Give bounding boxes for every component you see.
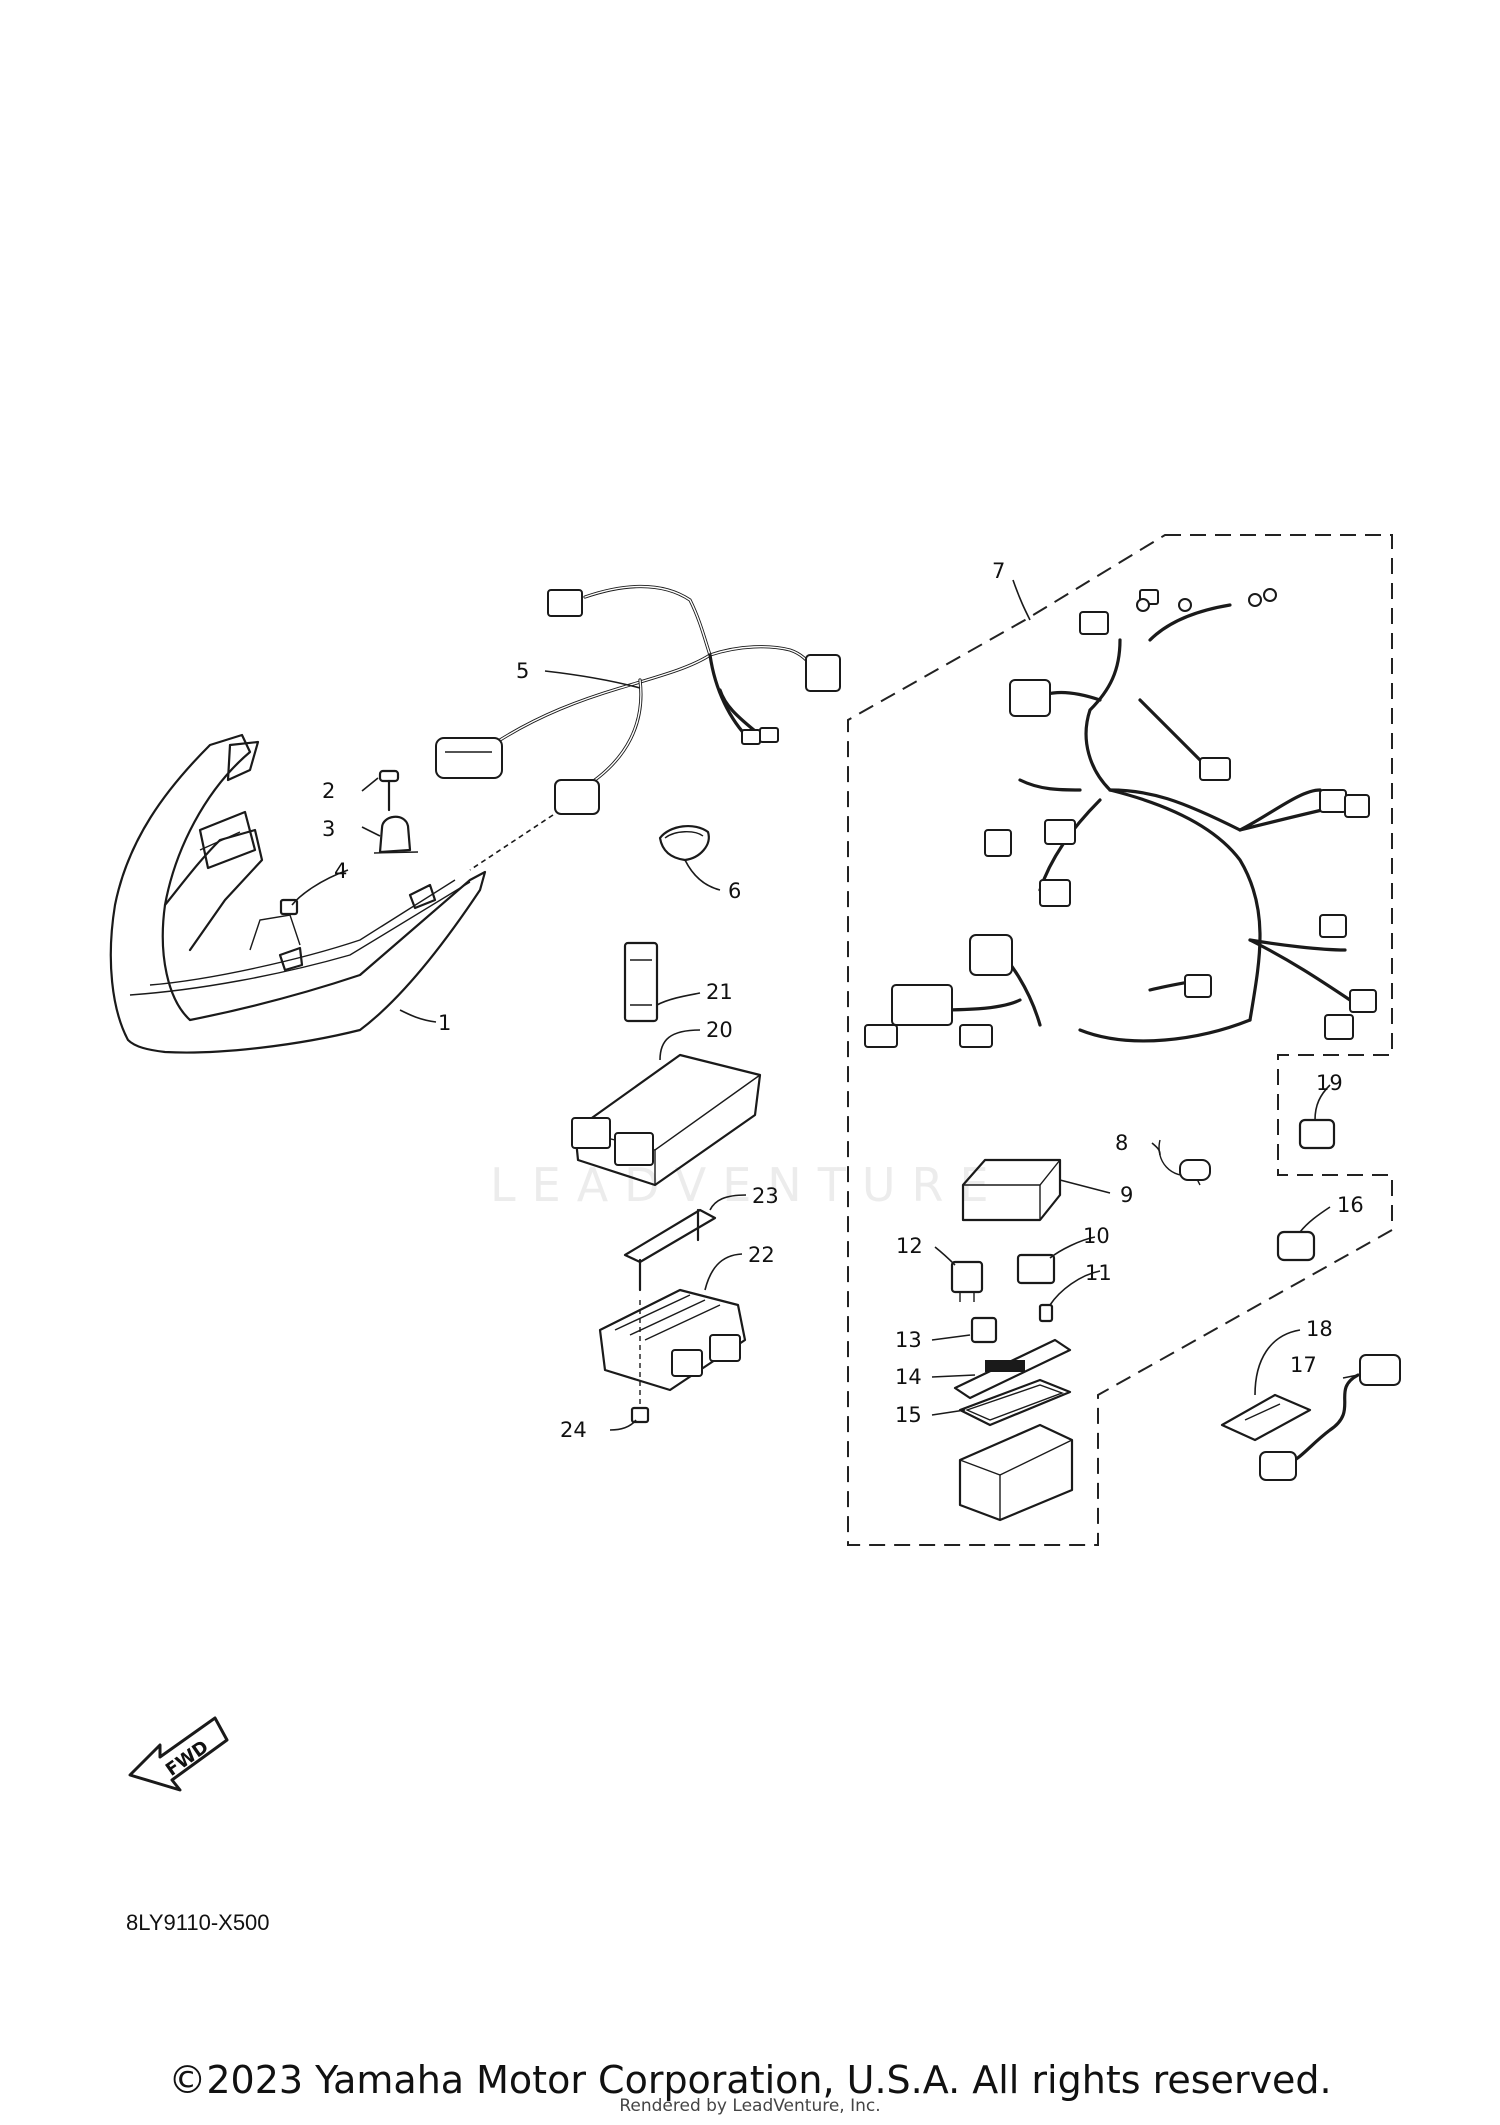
callout-23: 23 [752,1184,779,1208]
callout-8: 8 [1115,1131,1128,1155]
connector-cap[interactable] [1276,1230,1316,1262]
callout-21: 21 [706,980,733,1004]
fuse-box-cover[interactable] [961,1158,1062,1222]
ecu[interactable] [571,1053,762,1187]
caution-label[interactable] [1220,1393,1312,1442]
leader-lines [291,579,1359,1431]
callout-19: 19 [1316,1071,1343,1095]
callout-9: 9 [1120,1183,1133,1207]
fuse-clip[interactable] [1158,1139,1211,1186]
gasket[interactable] [958,1378,1072,1427]
connector[interactable] [1298,1118,1336,1150]
callout-labels: 1 2 3 4 5 6 7 8 9 10 11 12 13 14 15 16 1… [322,559,1364,1442]
connector-boot[interactable] [623,941,659,1023]
bracket[interactable] [623,1208,717,1292]
clamp[interactable] [373,815,419,854]
nut[interactable] [630,1300,650,1424]
callout-12: 12 [896,1234,923,1258]
callout-4: 4 [334,859,347,883]
diagram-code: 8LY9110-X500 [126,1910,270,1935]
callout-15: 15 [895,1403,922,1427]
relay[interactable] [950,1260,984,1302]
callout-16: 16 [1337,1193,1364,1217]
screw[interactable] [378,769,400,812]
callout-22: 22 [748,1243,775,1267]
fuse[interactable] [1038,1303,1054,1323]
nut-clip[interactable] [279,898,299,916]
rendered-by-notice: Rendered by LeadVenture, Inc. [619,2096,881,2116]
callout-13: 13 [895,1328,922,1352]
fwd-arrow-icon: FWD [128,1716,229,1792]
sub-wire-harness[interactable] [435,584,841,871]
fuse-box[interactable] [958,1423,1074,1522]
lead-wire[interactable] [1259,1354,1401,1481]
callout-2: 2 [322,779,335,803]
leadventure-watermark: LEADVENTURE [490,1158,1005,1212]
callout-3: 3 [322,817,335,841]
callout-10: 10 [1083,1224,1110,1248]
callout-11: 11 [1085,1261,1112,1285]
callout-6: 6 [728,879,741,903]
callout-20: 20 [706,1018,733,1042]
main-harness-boundary [847,534,1393,1546]
callout-1: 1 [438,1011,451,1035]
fuse-label[interactable] [953,1338,1072,1400]
relay-small[interactable] [1016,1253,1056,1285]
callout-7: 7 [992,559,1005,583]
copyright-notice: ©2023 Yamaha Motor Corporation, U.S.A. A… [168,2058,1332,2102]
callout-18: 18 [1306,1317,1333,1341]
headlight-assembly[interactable] [109,733,487,1054]
callout-5: 5 [516,659,529,683]
main-wire-harness[interactable] [864,588,1377,1048]
rectifier-regulator[interactable] [598,1288,747,1392]
band[interactable] [658,824,710,862]
callout-17: 17 [1290,1353,1317,1377]
relay-2[interactable] [970,1316,998,1344]
callout-24: 24 [560,1418,587,1442]
callout-14: 14 [895,1365,922,1389]
